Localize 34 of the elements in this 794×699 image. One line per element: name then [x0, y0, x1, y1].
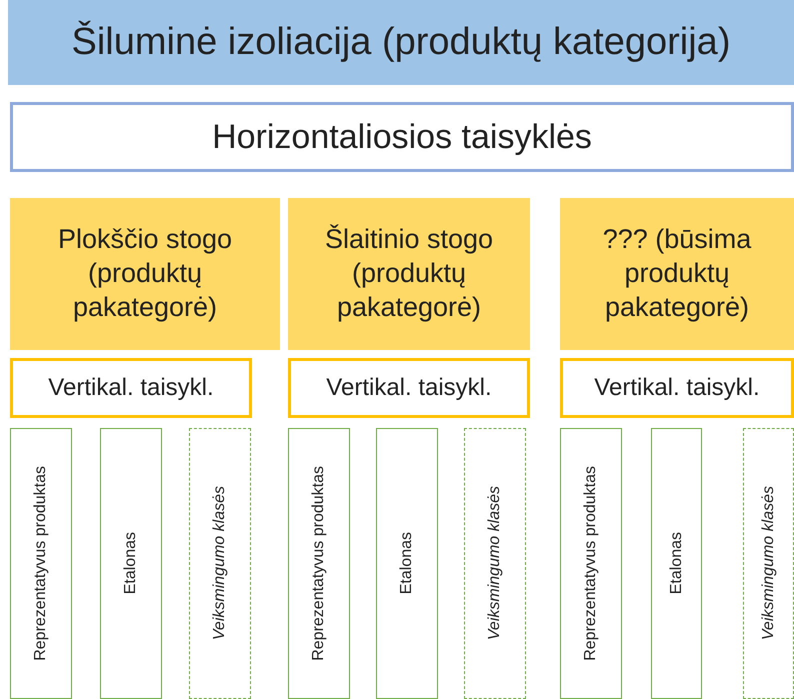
column-label: Veiksmingumo klasės — [485, 486, 504, 641]
subcategory-box — [10, 198, 280, 350]
column-box — [743, 428, 794, 699]
rules-label: Horizontaliosios taisyklės — [211, 116, 593, 158]
subcategory-box — [560, 198, 794, 350]
banner-title: Šiluminė izoliacija (produktų kategorija) — [70, 20, 732, 65]
column-box — [189, 428, 251, 699]
rules-label: Vertikal. taisykl. — [325, 373, 493, 403]
category-banner — [8, 0, 794, 85]
column-box — [651, 428, 702, 699]
column-label: Reprezentatyvus produktas — [309, 466, 328, 661]
subcategory-box — [288, 198, 530, 350]
subcategory-label: ??? (būsima produktų pakategorė) — [602, 223, 752, 324]
column-box — [288, 428, 350, 699]
column-label: Reprezentatyvus produktas — [31, 466, 50, 661]
rules-box — [288, 358, 530, 418]
column-label: Etalonas — [397, 532, 416, 595]
rules-box — [560, 358, 794, 418]
column-label: Etalonas — [666, 532, 686, 595]
column-label: Etalonas — [121, 532, 140, 595]
subcategory-label: Šlaitinio stogo (produktų pakategorė) — [324, 223, 494, 324]
column-box — [100, 428, 162, 699]
rules-label: Vertikal. taisykl. — [593, 373, 761, 403]
subcategory-label: Plokščio stogo (produktų pakategorė) — [56, 223, 234, 324]
column-label: Reprezentatyvus produktas — [581, 466, 600, 661]
column-label: Veiksmingumo klasės — [758, 486, 778, 641]
rules-bar — [10, 102, 794, 172]
column-box — [376, 428, 438, 699]
rules-label: Vertikal. taisykl. — [47, 373, 215, 403]
column-box — [10, 428, 72, 699]
column-box — [464, 428, 526, 699]
column-label: Veiksmingumo klasės — [210, 486, 229, 641]
column-box — [560, 428, 622, 699]
rules-box — [10, 358, 252, 418]
